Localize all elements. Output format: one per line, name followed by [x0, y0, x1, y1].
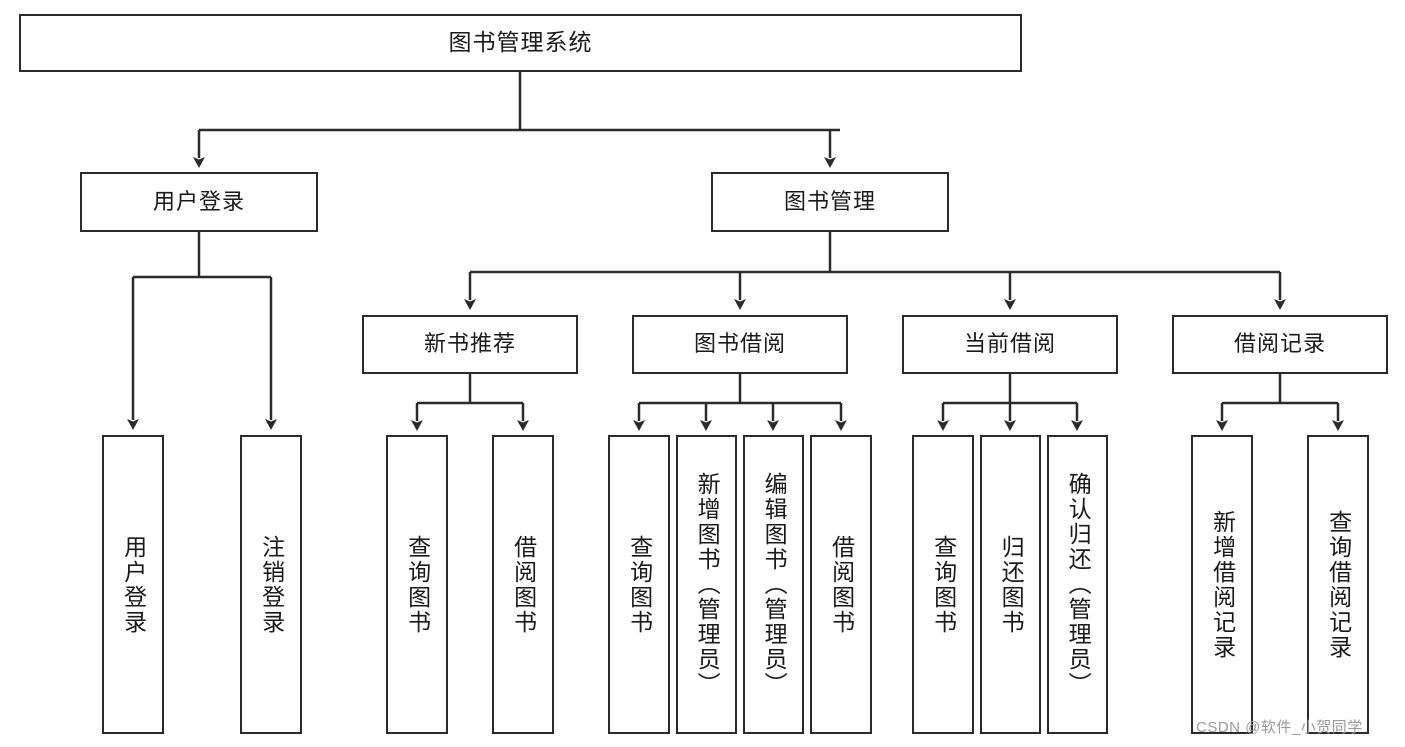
leaf-borrow-book-borrowing[interactable]: 借阅图书	[810, 435, 872, 734]
node-label: 注销登录	[258, 534, 285, 635]
node-label: 借阅图书	[828, 534, 855, 635]
leaf-confirm-return-admin[interactable]: 确认归还（管理员）	[1047, 435, 1108, 734]
leaf-edit-book-admin[interactable]: 编辑图书（管理员）	[743, 435, 804, 734]
node-label: 用户登录	[120, 534, 147, 635]
node-label: 当前借阅	[963, 331, 1056, 357]
leaf-user-logout[interactable]: 注销登录	[240, 435, 302, 734]
node-label: 新增图书（管理员）	[694, 472, 721, 697]
node-book-borrowing[interactable]: 图书借阅	[632, 315, 848, 374]
node-borrowing-record[interactable]: 借阅记录	[1172, 315, 1388, 374]
node-label: 借阅图书	[510, 534, 537, 635]
node-label: 归还图书	[998, 534, 1025, 635]
leaf-query-book-borrowing[interactable]: 查询图书	[608, 435, 670, 734]
leaf-add-borrowing-record[interactable]: 新增借阅记录	[1191, 435, 1253, 734]
node-book-management[interactable]: 图书管理	[711, 172, 949, 232]
node-label: 用户登录	[152, 188, 245, 214]
node-label: 新增借阅记录	[1209, 509, 1236, 660]
node-label: 确认归还（管理员）	[1065, 472, 1092, 697]
node-root-book-management-system[interactable]: 图书管理系统	[19, 14, 1022, 72]
leaf-return-book[interactable]: 归还图书	[980, 435, 1041, 734]
node-label: 查询图书	[404, 534, 431, 635]
node-label: 图书管理	[783, 188, 876, 214]
node-user-login[interactable]: 用户登录	[80, 172, 318, 232]
node-label: 查询图书	[930, 534, 957, 635]
leaf-borrow-book-new-rec[interactable]: 借阅图书	[492, 435, 554, 734]
leaf-add-book-admin[interactable]: 新增图书（管理员）	[676, 435, 737, 734]
leaf-query-book-new-rec[interactable]: 查询图书	[386, 435, 448, 734]
node-label: 编辑图书（管理员）	[761, 472, 788, 697]
node-label: 借阅记录	[1233, 331, 1326, 357]
node-label: 查询借阅记录	[1325, 509, 1352, 660]
leaf-query-borrowing-record[interactable]: 查询借阅记录	[1307, 435, 1369, 734]
node-new-book-recommendation[interactable]: 新书推荐	[362, 315, 578, 374]
node-label: 图书管理系统	[448, 29, 593, 56]
node-current-borrowing[interactable]: 当前借阅	[902, 315, 1118, 374]
node-label: 查询图书	[626, 534, 653, 635]
leaf-user-login[interactable]: 用户登录	[102, 435, 164, 734]
node-label: 新书推荐	[423, 331, 516, 357]
csdn-watermark: CSDN @软件_小贺同学	[1196, 719, 1363, 736]
leaf-query-book-current[interactable]: 查询图书	[912, 435, 974, 734]
node-label: 图书借阅	[693, 331, 786, 357]
